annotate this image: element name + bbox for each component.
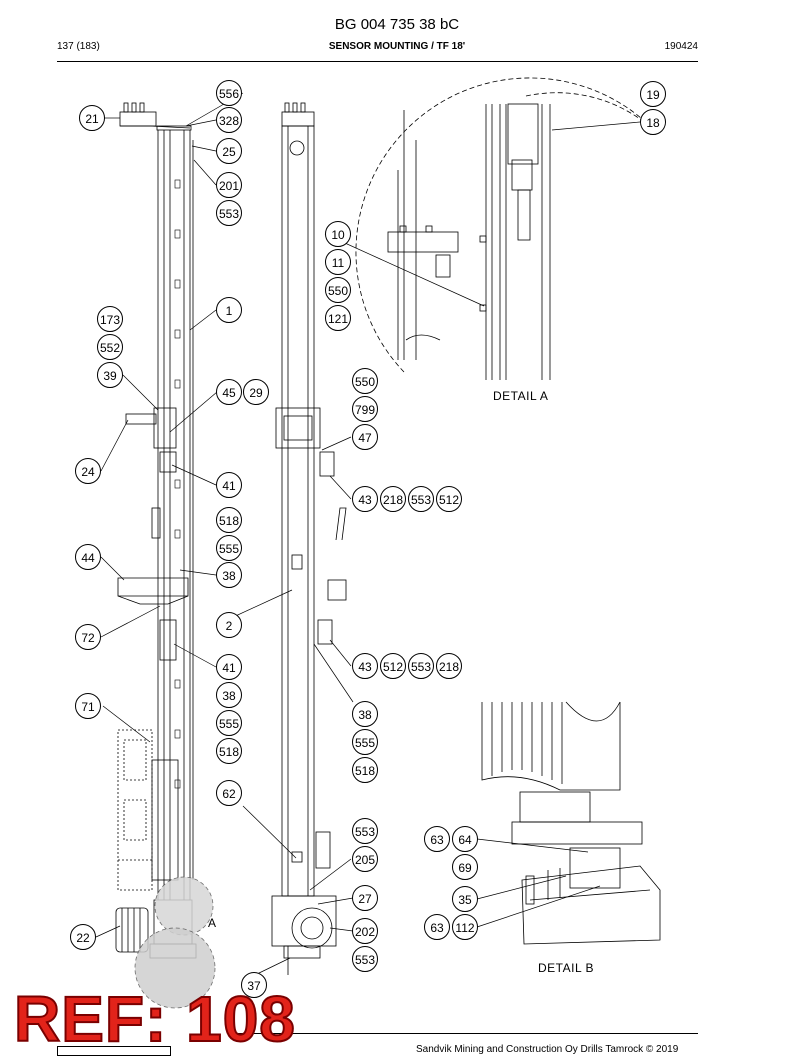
right-feed-beam: [271, 102, 347, 975]
item-balloon: 38: [216, 562, 242, 588]
item-balloon: 201: [216, 172, 242, 198]
item-balloon: 328: [216, 107, 242, 133]
item-balloon: 555: [216, 710, 242, 736]
document-number: BG 004 735 38 bC: [334, 16, 460, 33]
item-balloon: 553: [352, 818, 378, 844]
page-number: 137 (183): [57, 41, 100, 52]
item-balloon: 799: [352, 396, 378, 422]
item-balloon: 1: [216, 297, 242, 323]
item-balloon: 553: [408, 486, 434, 512]
item-balloon: 205: [352, 846, 378, 872]
item-balloon: 512: [436, 486, 462, 512]
item-balloon: 19: [640, 81, 666, 107]
footer-rule: [230, 1033, 698, 1034]
section-title: SENSOR MOUNTING / TF 18': [328, 41, 466, 52]
item-balloon: 202: [352, 918, 378, 944]
detail-b-label: DETAIL B: [538, 961, 595, 975]
item-balloon: 43: [352, 486, 378, 512]
item-balloon: 556: [216, 80, 242, 106]
item-balloon: 44: [75, 544, 101, 570]
item-balloon: 39: [97, 362, 123, 388]
item-balloon: 218: [380, 486, 406, 512]
item-balloon: 2: [216, 612, 242, 638]
item-balloon: 550: [325, 277, 351, 303]
item-balloon: 24: [75, 458, 101, 484]
item-balloon: 72: [75, 624, 101, 650]
item-balloon: 47: [352, 424, 378, 450]
item-balloon: 121: [325, 305, 351, 331]
item-balloon: 552: [97, 334, 123, 360]
item-balloon: 555: [352, 729, 378, 755]
item-balloon: 41: [216, 472, 242, 498]
item-balloon: 518: [216, 507, 242, 533]
item-balloon: 512: [380, 653, 406, 679]
item-balloon: 553: [352, 946, 378, 972]
item-balloon: 45: [216, 379, 242, 405]
header-rule: [57, 61, 698, 62]
detail-a-view: [355, 77, 657, 380]
item-balloon: 37: [241, 972, 267, 998]
item-balloon: 173: [97, 306, 123, 332]
item-balloon: 38: [352, 701, 378, 727]
item-balloon: 112: [452, 914, 478, 940]
left-feed-beam: [115, 102, 197, 959]
item-balloon: 11: [325, 249, 351, 275]
item-balloon: 553: [216, 200, 242, 226]
item-balloon: 550: [352, 368, 378, 394]
item-balloon: 553: [408, 653, 434, 679]
item-balloon: 25: [216, 138, 242, 164]
reference-stamp: REF: 108: [13, 982, 296, 1056]
item-balloon: 69: [452, 854, 478, 880]
item-balloon: 35: [452, 886, 478, 912]
item-balloon: 555: [216, 535, 242, 561]
item-balloon: 218: [436, 653, 462, 679]
item-balloon: 518: [352, 757, 378, 783]
item-balloon: 29: [243, 379, 269, 405]
item-balloon: 62: [216, 780, 242, 806]
item-balloon: 41: [216, 654, 242, 680]
detail-b-view: [481, 701, 661, 945]
item-balloon: 63: [424, 914, 450, 940]
detail-a-label: DETAIL A: [493, 389, 549, 403]
item-balloon: 18: [640, 109, 666, 135]
document-date: 190424: [664, 41, 698, 52]
item-balloon: 10: [325, 221, 351, 247]
item-balloon: 38: [216, 682, 242, 708]
item-balloon: 71: [75, 693, 101, 719]
item-balloon: 21: [79, 105, 105, 131]
item-balloon: 43: [352, 653, 378, 679]
item-balloon: 63: [424, 826, 450, 852]
detail-a-marker: A: [208, 916, 217, 930]
item-balloon: 22: [70, 924, 96, 950]
item-balloon: 518: [216, 738, 242, 764]
footer-copyright: Sandvik Mining and Construction Oy Drill…: [416, 1044, 679, 1055]
item-balloon: 27: [352, 885, 378, 911]
item-balloon: 64: [452, 826, 478, 852]
